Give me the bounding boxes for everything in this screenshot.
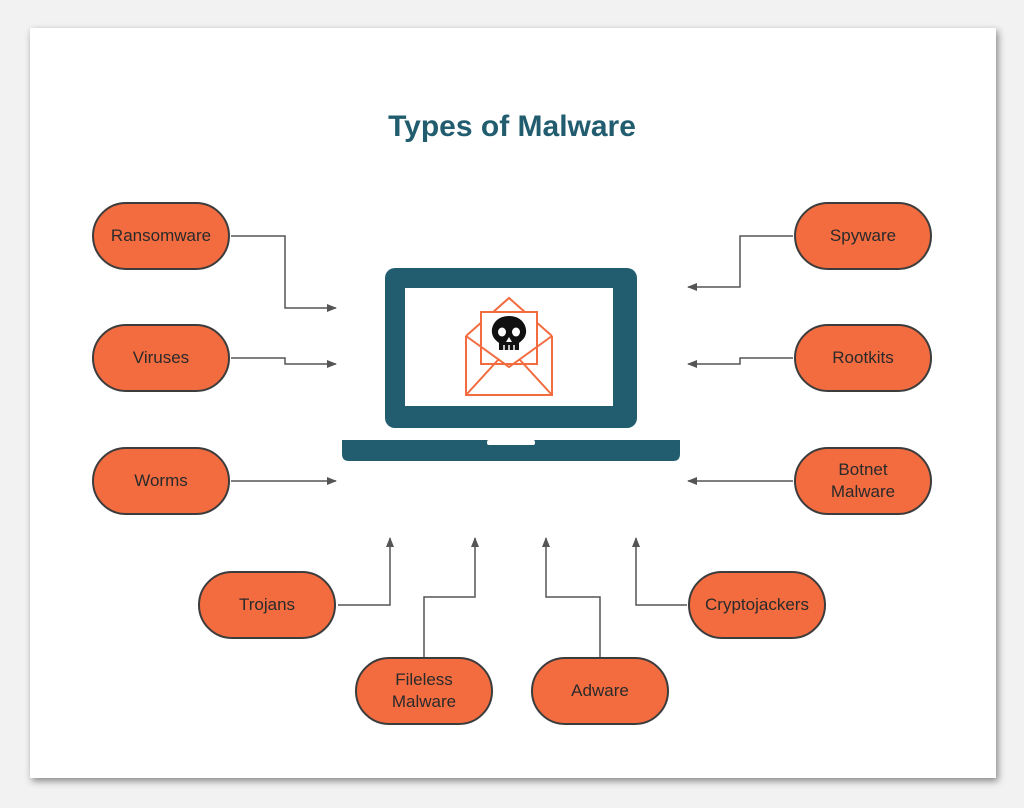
node-trojans[interactable]: Trojans <box>198 571 336 639</box>
node-cryptojackers[interactable]: Cryptojackers <box>688 571 826 639</box>
node-adware[interactable]: Adware <box>531 657 669 725</box>
arrow-viruses <box>231 358 336 364</box>
node-rootkits[interactable]: Rootkits <box>794 324 932 392</box>
node-botnet-malware[interactable]: Botnet Malware <box>794 447 932 515</box>
laptop-with-skull-email-icon <box>342 268 680 461</box>
arrow-rootkits <box>688 358 793 364</box>
node-ransomware[interactable]: Ransomware <box>92 202 230 270</box>
node-spyware[interactable]: Spyware <box>794 202 932 270</box>
arrow-ransomware <box>231 236 336 308</box>
node-worms[interactable]: Worms <box>92 447 230 515</box>
node-viruses[interactable]: Viruses <box>92 324 230 392</box>
arrow-trojans <box>338 538 390 605</box>
laptop-hinge-notch <box>487 440 535 445</box>
arrow-cryptojackers <box>636 538 687 605</box>
arrow-adware <box>546 538 600 657</box>
arrow-fileless-malware <box>424 538 475 657</box>
arrow-spyware <box>688 236 793 287</box>
node-fileless-malware[interactable]: Fileless Malware <box>355 657 493 725</box>
